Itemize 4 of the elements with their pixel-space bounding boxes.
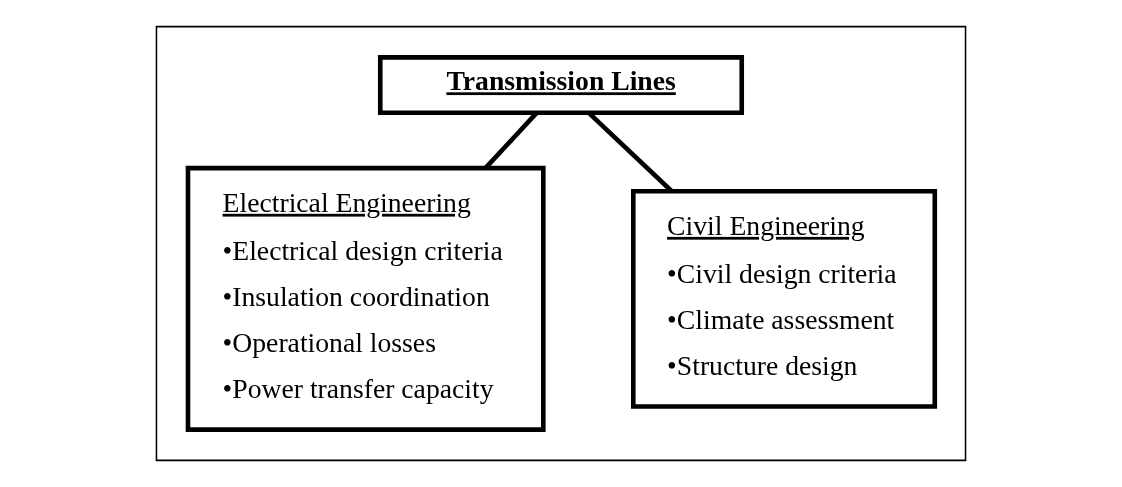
node-box: Electrical Engineering •Electrical design criteria •Insulation coordination •Operational losses •Power transfer capacity [185, 165, 546, 432]
cluster [155, 25, 967, 462]
node-box: Transmission Lines [377, 55, 745, 116]
node-box: Civil Engineering •Civil design criteria •Climate assessment •Structure design [631, 188, 938, 409]
